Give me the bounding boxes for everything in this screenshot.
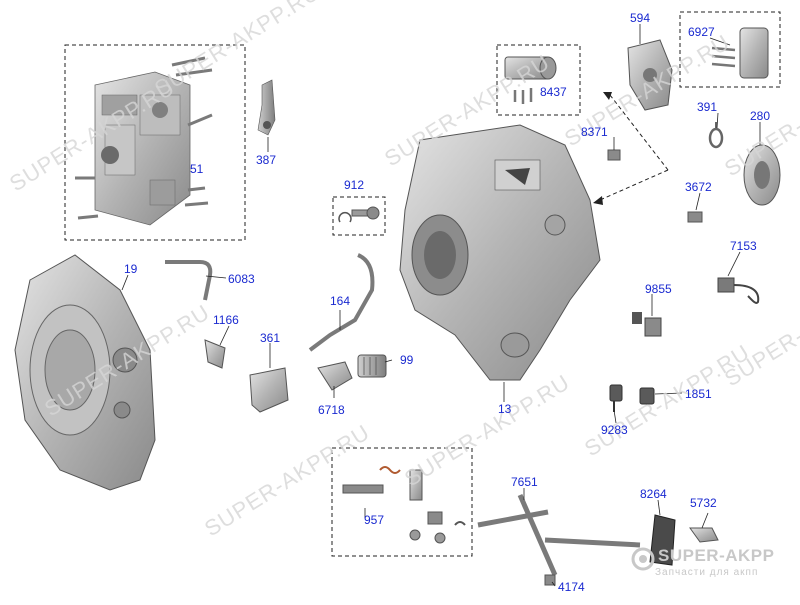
label-5732[interactable]: 5732 [690, 496, 717, 510]
dashed-arrows [599, 94, 669, 201]
part-391 [708, 122, 724, 149]
part-594 [627, 39, 673, 111]
part-transmission-case [399, 124, 601, 381]
label-19[interactable]: 19 [124, 262, 138, 276]
label-8264[interactable]: 8264 [640, 487, 667, 501]
label-391[interactable]: 391 [697, 100, 718, 114]
brand-logo: SUPER-AKPP Запчасти для акпп [630, 546, 780, 586]
label-361[interactable]: 361 [260, 331, 281, 345]
label-8371[interactable]: 8371 [581, 125, 608, 139]
part-valve-body [75, 56, 213, 226]
part-bell-housing [14, 254, 156, 491]
part-6718 [317, 361, 353, 391]
part-8371 [607, 149, 621, 161]
label-957[interactable]: 957 [364, 513, 385, 527]
label-6083[interactable]: 6083 [228, 272, 255, 286]
label-4174[interactable]: 4174 [558, 580, 585, 594]
part-4174 [544, 574, 556, 586]
logo-title: SUPER-AKPP [658, 546, 775, 565]
part-6927 [711, 27, 769, 79]
part-912 [338, 206, 380, 223]
part-1166 [204, 339, 226, 369]
label-13[interactable]: 13 [498, 402, 512, 416]
label-1166[interactable]: 1166 [213, 313, 239, 327]
label-6718[interactable]: 6718 [318, 403, 345, 417]
label-6927[interactable]: 6927 [688, 25, 715, 39]
part-5732 [689, 527, 719, 543]
part-8437 [504, 56, 557, 104]
part-99 [357, 354, 387, 378]
part-1851 [639, 387, 655, 405]
group-box-solenoid-6927 [679, 11, 781, 88]
label-387[interactable]: 387 [256, 153, 277, 167]
arrowhead-bottom [593, 196, 603, 205]
part-957 [342, 466, 466, 544]
label-9283[interactable]: 9283 [601, 423, 628, 437]
part-280 [743, 144, 781, 206]
part-9855 [632, 312, 662, 337]
arrowhead-top [603, 92, 612, 100]
label-9855[interactable]: 9855 [645, 282, 672, 296]
label-99[interactable]: 99 [400, 353, 414, 367]
part-164 [308, 253, 375, 352]
label-1851[interactable]: 1851 [685, 387, 712, 401]
label-912[interactable]: 912 [344, 178, 365, 192]
label-3672[interactable]: 3672 [685, 180, 712, 194]
logo-subtitle: Запчасти для акпп [655, 567, 759, 578]
gear-icon [631, 547, 655, 571]
label-280[interactable]: 280 [750, 109, 771, 123]
part-7153 [717, 277, 760, 304]
part-6083 [165, 260, 213, 301]
part-387 [257, 79, 276, 136]
leader-lines [121, 24, 761, 587]
part-8264 [649, 514, 676, 566]
label-51[interactable]: 51 [190, 162, 204, 176]
group-box-valve-body [64, 44, 246, 241]
label-164[interactable]: 164 [330, 294, 351, 308]
part-7651 [477, 493, 641, 577]
label-7153[interactable]: 7153 [730, 239, 757, 253]
part-3672 [687, 211, 703, 223]
group-box-912 [332, 196, 386, 236]
label-7651[interactable]: 7651 [511, 475, 538, 489]
part-9283 [609, 384, 623, 412]
label-8437[interactable]: 8437 [540, 85, 567, 99]
label-594[interactable]: 594 [630, 11, 651, 25]
group-box-957 [331, 447, 473, 557]
part-361 [249, 367, 289, 413]
